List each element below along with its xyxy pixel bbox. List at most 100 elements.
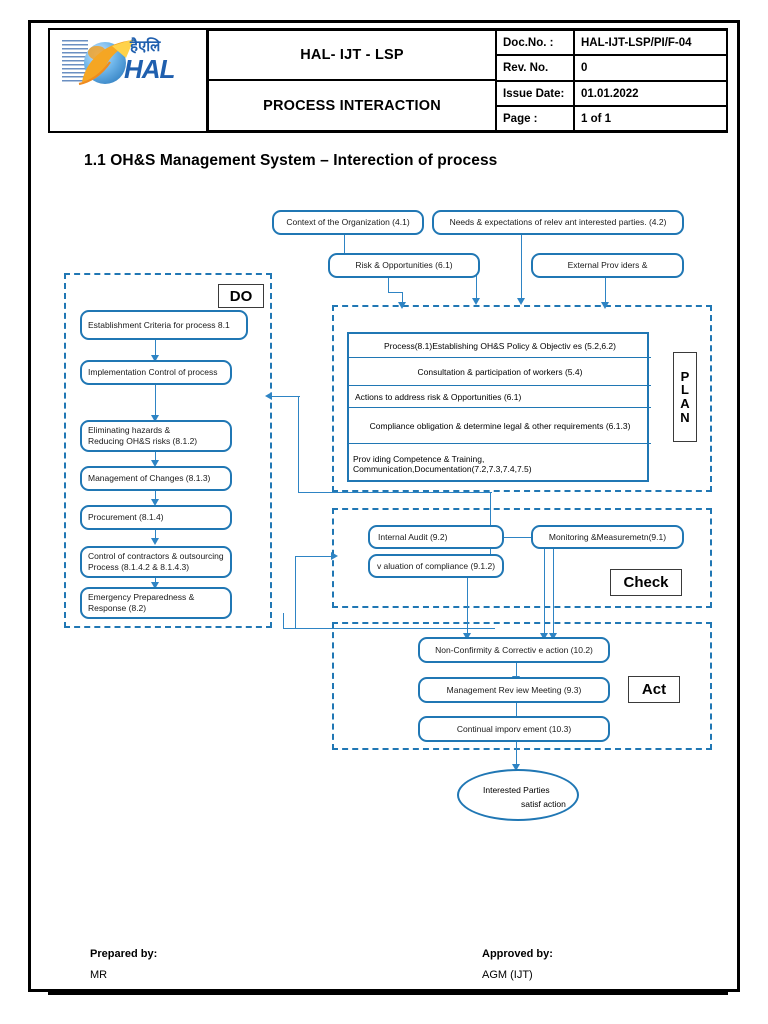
plan-row-actions-risk[interactable]: Actions to address risk & Opportunities … [349, 386, 651, 408]
node-interested-parties-satisfaction[interactable]: Interested Parties satisf action [457, 769, 579, 821]
conn-plan-left-upper [298, 492, 492, 493]
conn-audit-down [544, 537, 545, 635]
page-label: Page : [503, 112, 538, 125]
doc-no-value-cell: HAL-IJT-LSP/PI/F-04 [574, 30, 728, 55]
node-implementation-control[interactable]: Implementation Control of process [80, 360, 232, 385]
conn-plan-down [490, 492, 491, 554]
conn-needs-down [521, 234, 522, 300]
node-risk-opportunities[interactable]: Risk & Opportunities (6.1) [328, 253, 480, 278]
node-label: Monitoring &Measuremetn(9.1) [548, 531, 667, 542]
node-internal-audit[interactable]: Internal Audit (9.2) [368, 525, 504, 549]
node-label: Procurement (8.1.4) [88, 512, 164, 523]
arrow-improve-outcome [512, 764, 520, 771]
hal-logo: हैएलि HAL [58, 34, 206, 92]
arrow-risk-plan [398, 302, 406, 309]
plan-tag-l: L [681, 382, 689, 398]
plan-tag-n: N [680, 409, 690, 425]
conn-mrm-improve [516, 703, 517, 719]
conn-plan-to-do [272, 396, 300, 397]
rev-no-label: Rev. No. [503, 62, 549, 74]
approved-by-label: Approved by: [482, 948, 553, 960]
form-title-cell: PROCESS INTERACTION [208, 80, 496, 131]
page-title: 1.1 OH&S Management System – Interection… [84, 152, 498, 169]
arrow-external-plan [601, 302, 609, 309]
conn-improve-outcome [516, 742, 517, 770]
do-region [64, 273, 272, 628]
logo-swoosh-icon [78, 39, 134, 86]
logo-hindi-text: हैएलि [130, 37, 161, 55]
page-value: 1 of 1 [581, 112, 612, 125]
page-label-cell: Page : [496, 106, 574, 131]
node-external-providers[interactable]: External Prov iders & [531, 253, 684, 278]
conn-risk-down2 [402, 292, 403, 304]
arrow-do3-do4 [151, 460, 159, 467]
page-value-cell: 1 of 1 [574, 106, 728, 131]
doc-no-label-cell: Doc.No. : [496, 30, 574, 55]
issue-date-label: Issue Date: [503, 87, 565, 100]
conn-do-bottom [283, 628, 495, 629]
act-tag: Act [628, 676, 680, 703]
arrow-audit-act [540, 633, 548, 640]
logo-wordmark: HAL [124, 54, 175, 84]
issue-date-value: 01.01.2022 [581, 87, 639, 100]
conn-eval-down [467, 578, 468, 635]
conn-do-to-check-up [295, 556, 296, 628]
arrow-do1-do2 [151, 355, 159, 362]
arrow-do6-do7 [151, 582, 159, 589]
node-establishment-criteria[interactable]: Establishment Criteria for process 8.1 [80, 310, 248, 340]
form-title: PROCESS INTERACTION [263, 97, 441, 114]
plan-row-compliance-obligation[interactable]: Compliance obligation & determine legal … [349, 408, 651, 444]
node-label: Internal Audit (9.2) [378, 531, 448, 542]
node-monitoring-measurement[interactable]: Monitoring &Measuremetn(9.1) [531, 525, 684, 549]
conn-do5-do6 [155, 530, 156, 540]
node-procurement[interactable]: Procurement (8.1.4) [80, 505, 232, 530]
node-context-of-organization[interactable]: Context of the Organization (4.1) [272, 210, 424, 235]
node-evaluation-of-compliance[interactable]: v aluation of compliance (9.1.2) [368, 554, 504, 578]
node-label: Prov iding Competence & Training,Communi… [353, 454, 532, 474]
prepared-by-value: MR [90, 969, 108, 981]
plan-region [332, 305, 712, 492]
node-label: Actions to address risk & Opportunities … [355, 391, 522, 402]
doc-no-label: Doc.No. : [503, 36, 554, 49]
node-label: Consultation & participation of workers … [417, 366, 583, 377]
plan-tag-p: P [680, 368, 690, 384]
node-management-of-changes[interactable]: Management of Changes (8.1.3) [80, 466, 232, 491]
rev-no-value: 0 [581, 62, 588, 74]
plan-row-competence-training[interactable]: Prov iding Competence & Training,Communi… [349, 444, 651, 484]
arrow-do-to-check [331, 552, 338, 560]
node-label: Context of the Organization (4.1) [286, 217, 410, 228]
arrow-eval-act [463, 633, 471, 640]
plan-stack: Process(8.1)Establishing OH&S Policy & O… [347, 332, 651, 484]
conn-audit-right [504, 537, 544, 538]
node-label: Implementation Control of process [88, 367, 218, 378]
plan-tag: P L A N [673, 352, 697, 442]
node-eliminating-hazards[interactable]: Eliminating hazards &Reducing OH&S risks… [80, 420, 232, 452]
node-label: Process(8.1)Establishing OH&S Policy & O… [384, 340, 616, 351]
arrow-do4-do5 [151, 499, 159, 506]
node-non-conformity-corrective-action[interactable]: Non-Confirmity & Correctiv e action (10.… [418, 637, 610, 663]
act-region [332, 622, 712, 750]
node-continual-improvement[interactable]: Continual imporv ement (10.3) [418, 716, 610, 742]
node-label: Needs & expectations of relev ant intere… [449, 217, 667, 228]
node-management-review-meeting[interactable]: Management Rev iew Meeting (9.3) [418, 677, 610, 703]
conn-ncca-mrm [516, 663, 517, 679]
node-label: External Prov iders & [567, 260, 648, 271]
doc-no-value: HAL-IJT-LSP/PI/F-04 [581, 36, 692, 49]
arrow-do5-do6 [151, 538, 159, 545]
conn-do-to-check [295, 556, 333, 557]
conn-do4-do5 [155, 491, 156, 501]
rev-no-label-cell: Rev. No. [496, 55, 574, 81]
rev-no-value-cell: 0 [574, 55, 728, 81]
conn-risk-down1 [388, 278, 389, 292]
arrow-do2-do3 [151, 415, 159, 422]
node-label: Compliance obligation & determine legal … [369, 420, 631, 431]
plan-row-consultation-participation[interactable]: Consultation & participation of workers … [349, 358, 651, 386]
conn-do2-do3 [155, 385, 156, 417]
node-emergency-preparedness[interactable]: Emergency Preparedness &Response (8.2) [80, 587, 232, 619]
unit-title-cell: HAL- IJT - LSP [208, 30, 496, 80]
plan-row-policy-objectives[interactable]: Process(8.1)Establishing OH&S Policy & O… [349, 334, 651, 358]
node-needs-expectations[interactable]: Needs & expectations of relev ant intere… [432, 210, 684, 235]
